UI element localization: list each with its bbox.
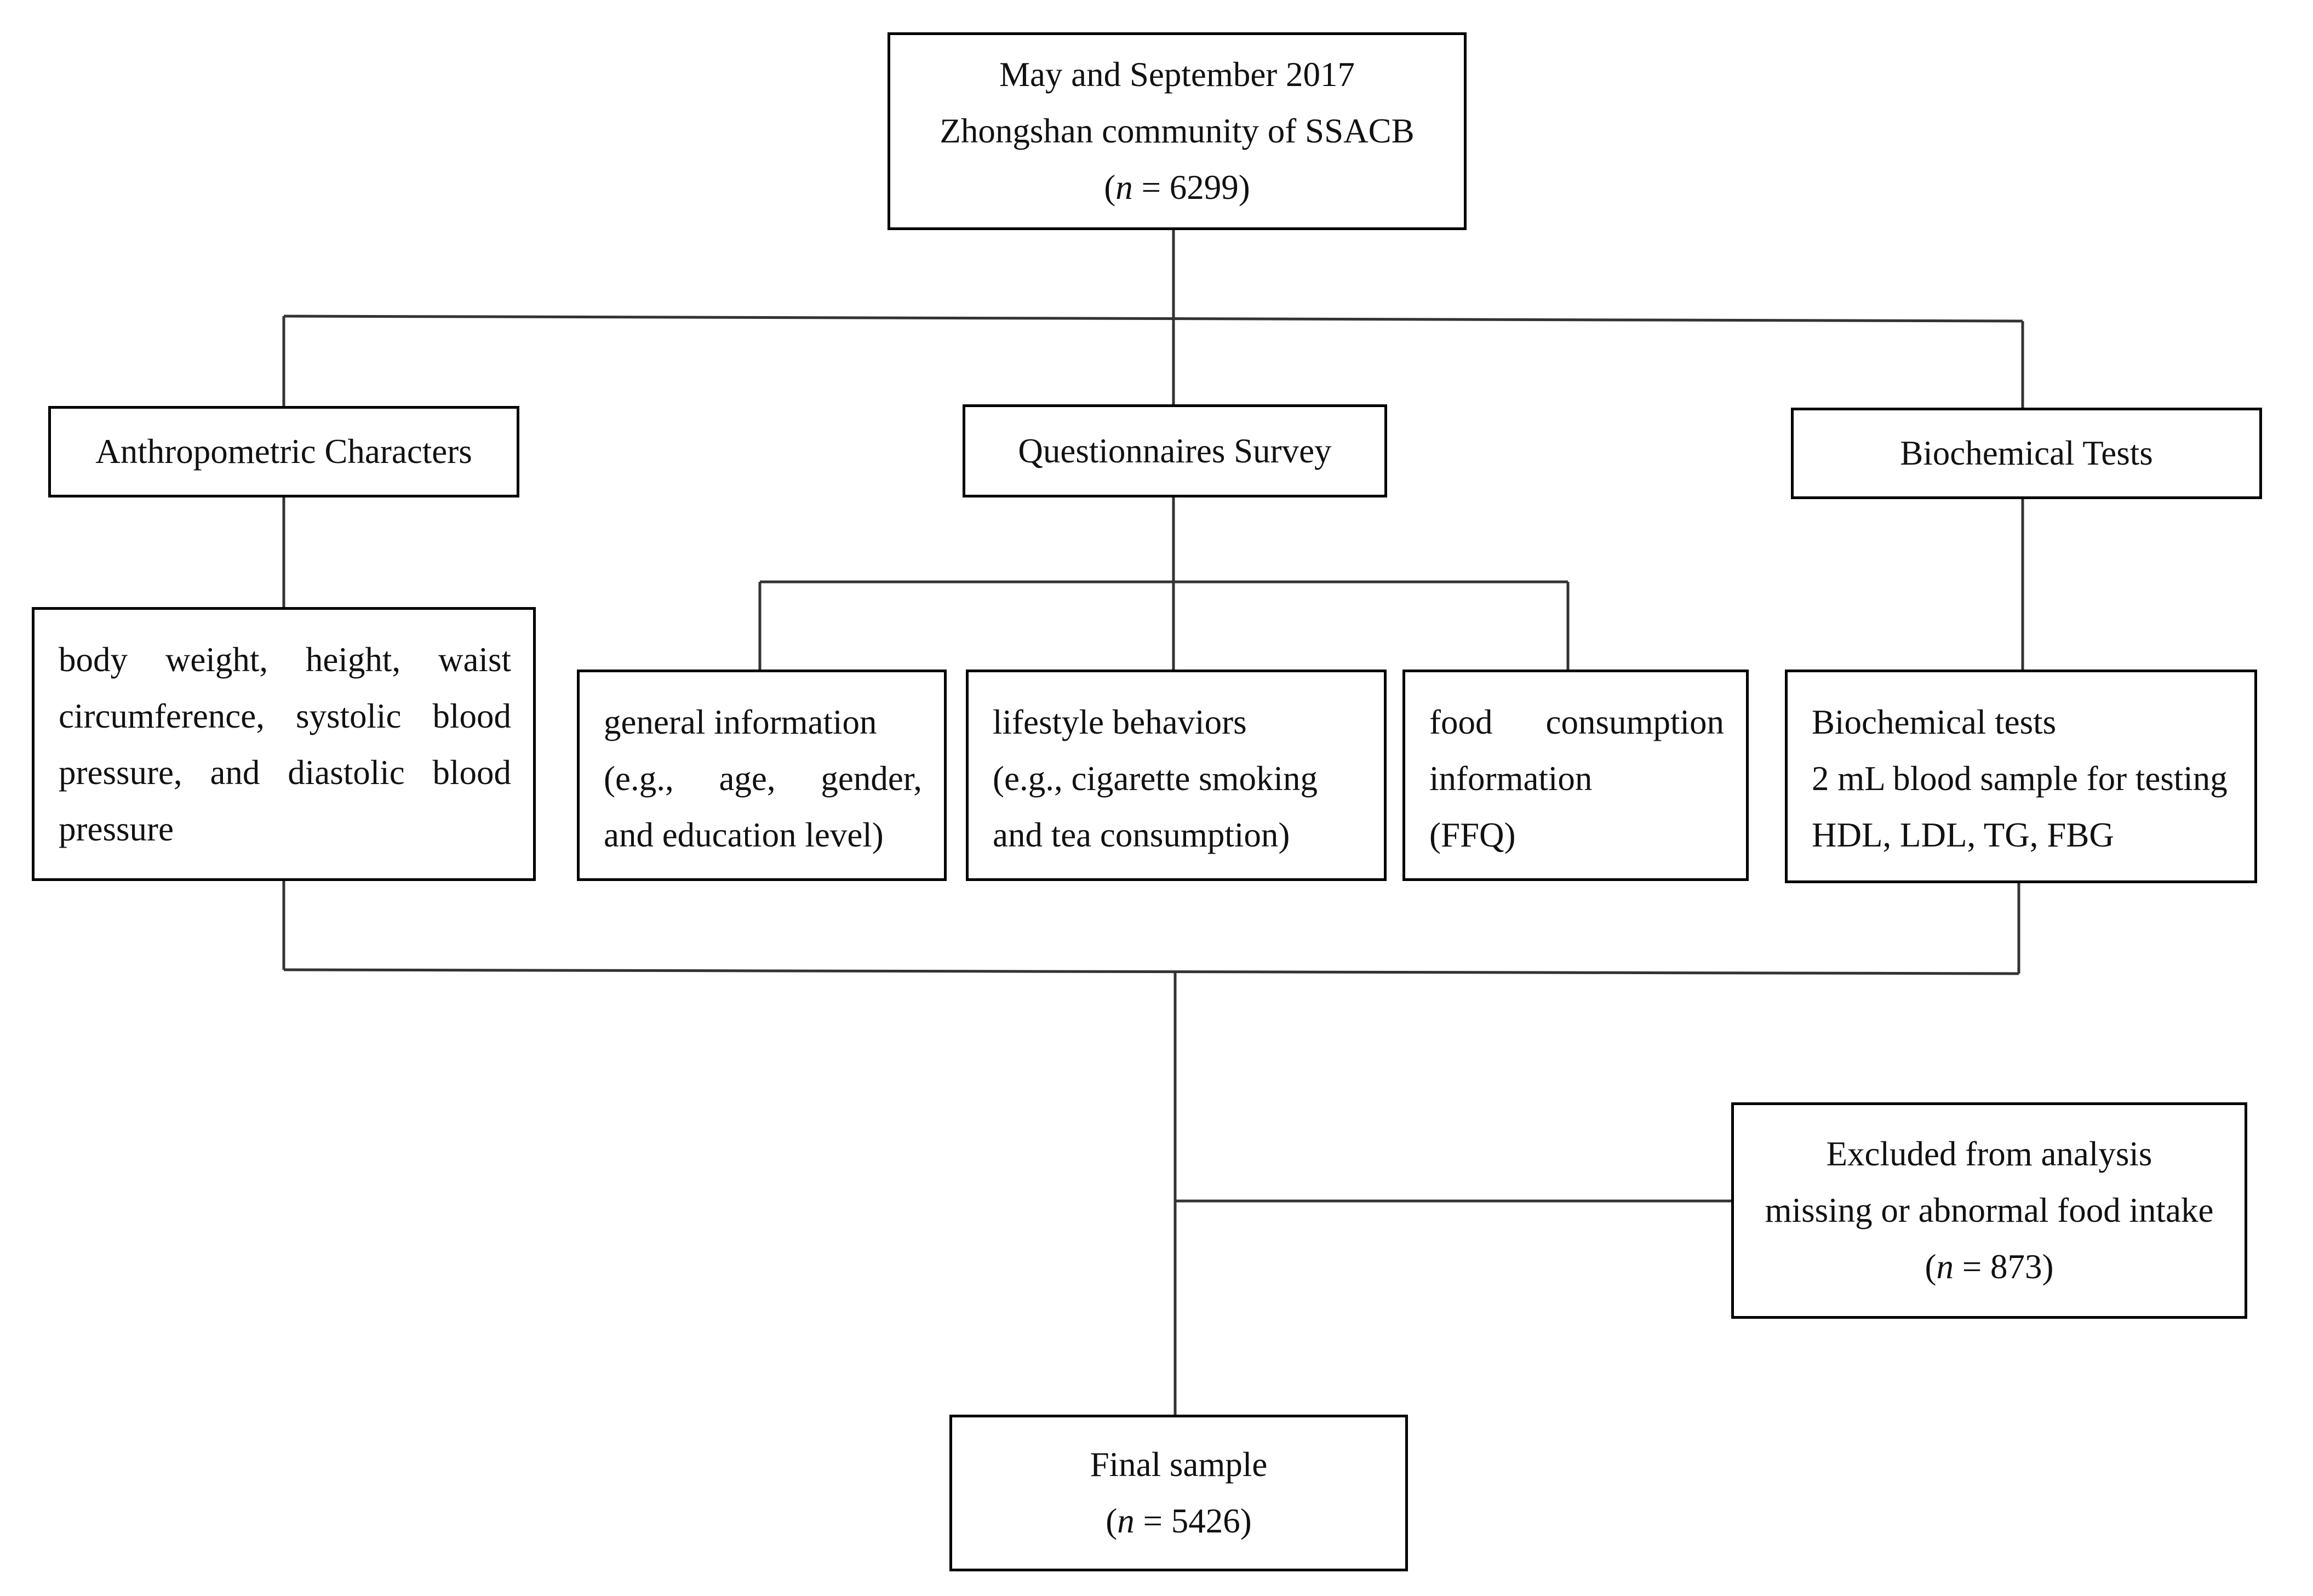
box-general-information: general information (e.g., age, gender, … — [577, 670, 947, 881]
box-food-consumption: food consumption information (FFQ) — [1402, 670, 1749, 881]
lifestyle-detail-1: lifestyle behaviors — [993, 703, 1247, 741]
anthropometric-detail-3: pressure, and diastolic blood — [59, 753, 511, 792]
anthropometric-label: Anthropometric Characters — [95, 432, 472, 471]
food-detail-2: information — [1429, 759, 1593, 798]
top-n-label: n — [1115, 168, 1133, 207]
excluded-n-label: n — [1936, 1248, 1954, 1286]
box-excluded: Excluded from analysis missing or abnorm… — [1731, 1102, 2247, 1319]
general-detail-2: (e.g., age, gender, — [604, 759, 922, 798]
box-final-sample: Final sample (n = 5426) — [949, 1415, 1408, 1571]
top-line-1: May and September 2017 — [999, 55, 1355, 94]
anthropometric-detail-2: circumference, systolic blood — [59, 697, 511, 735]
lifestyle-detail-2: (e.g., cigarette smoking — [993, 759, 1318, 798]
anthropometric-detail-4: pressure — [59, 810, 174, 848]
biochemical-label: Biochemical Tests — [1900, 434, 2153, 472]
general-detail-3: and education level) — [604, 816, 884, 854]
excluded-count: (n = 873) — [1925, 1248, 2054, 1286]
box-total-population: May and September 2017 Zhongshan communi… — [888, 32, 1467, 230]
final-count: (n = 5426) — [1106, 1502, 1252, 1540]
biochemical-detail-1: Biochemical tests — [1812, 703, 2057, 741]
biochemical-detail-3: HDL, LDL, TG, FBG — [1812, 816, 2114, 854]
top-line-2: Zhongshan community of SSACB — [940, 112, 1415, 150]
excluded-line-2: missing or abnormal food intake — [1765, 1191, 2214, 1229]
top-count: (n = 6299) — [1104, 168, 1250, 207]
food-detail-1: food consumption — [1429, 703, 1724, 741]
box-questionnaires: Questionnaires Survey — [963, 404, 1387, 497]
box-lifestyle-behaviors: lifestyle behaviors (e.g., cigarette smo… — [966, 670, 1387, 881]
box-biochemical-details: Biochemical tests 2 mL blood sample for … — [1785, 670, 2257, 883]
top-n-value: = 6299 — [1141, 168, 1239, 207]
general-detail-1: general information — [604, 703, 877, 741]
final-n-label: n — [1117, 1502, 1135, 1540]
final-n-value: = 5426 — [1143, 1502, 1240, 1540]
box-biochemical: Biochemical Tests — [1791, 408, 2262, 499]
box-anthropometric: Anthropometric Characters — [48, 406, 519, 497]
final-line: Final sample — [1090, 1445, 1268, 1484]
connector-bottom-horizontal — [283, 968, 2019, 975]
excluded-line-1: Excluded from analysis — [1826, 1135, 2152, 1173]
box-anthropometric-details: body weight, height, waist circumference… — [32, 607, 536, 881]
lifestyle-detail-3: and tea consumption) — [993, 816, 1290, 854]
anthropometric-detail-1: body weight, height, waist — [59, 640, 511, 679]
biochemical-detail-2: 2 mL blood sample for testing — [1812, 759, 2228, 798]
connector-top-horizontal — [283, 314, 2023, 323]
questionnaires-label: Questionnaires Survey — [1018, 431, 1332, 470]
excluded-n-value: = 873 — [1962, 1248, 2042, 1286]
food-detail-3: (FFQ) — [1429, 816, 1516, 854]
